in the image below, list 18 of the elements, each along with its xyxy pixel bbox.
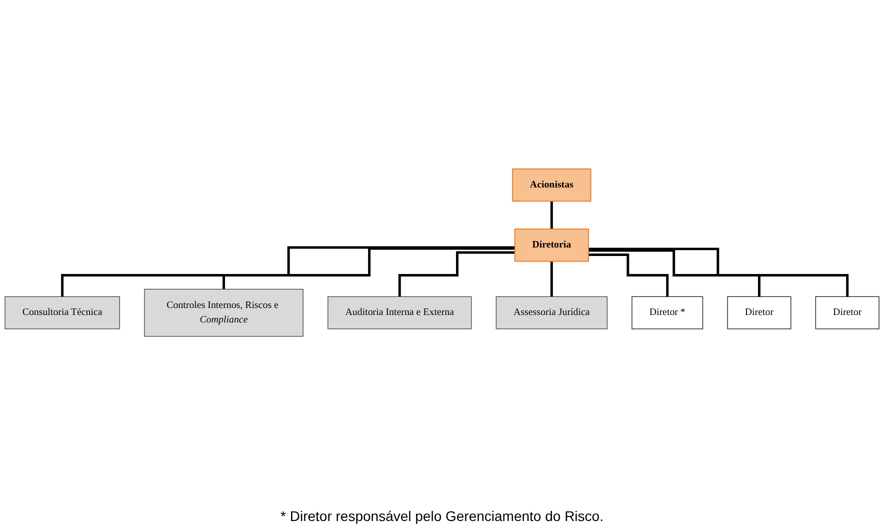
node-box: Consultoria Técnica: [4, 296, 120, 330]
node-box: Diretor: [727, 296, 792, 330]
node-box: Diretor: [815, 296, 880, 330]
footnote: * Diretor responsável pelo Gerenciamento do Risco.: [280, 508, 604, 524]
connector: [61, 246, 515, 298]
node-box: Acionistas: [512, 168, 592, 202]
node-box: Diretor *: [632, 296, 704, 330]
connector: [588, 250, 760, 298]
connector: [222, 248, 515, 291]
connector: [550, 200, 553, 231]
node-box: Controles Internos, Riscos e Compliance: [144, 289, 304, 337]
connector: [550, 260, 553, 298]
node-box: Auditoria Interna e Externa: [328, 296, 472, 330]
connector: [588, 248, 849, 298]
connector: [398, 252, 515, 298]
node-box: Assessoria Jurídica: [496, 296, 608, 330]
node-box: Diretoria: [514, 228, 589, 262]
connector: [588, 254, 669, 298]
